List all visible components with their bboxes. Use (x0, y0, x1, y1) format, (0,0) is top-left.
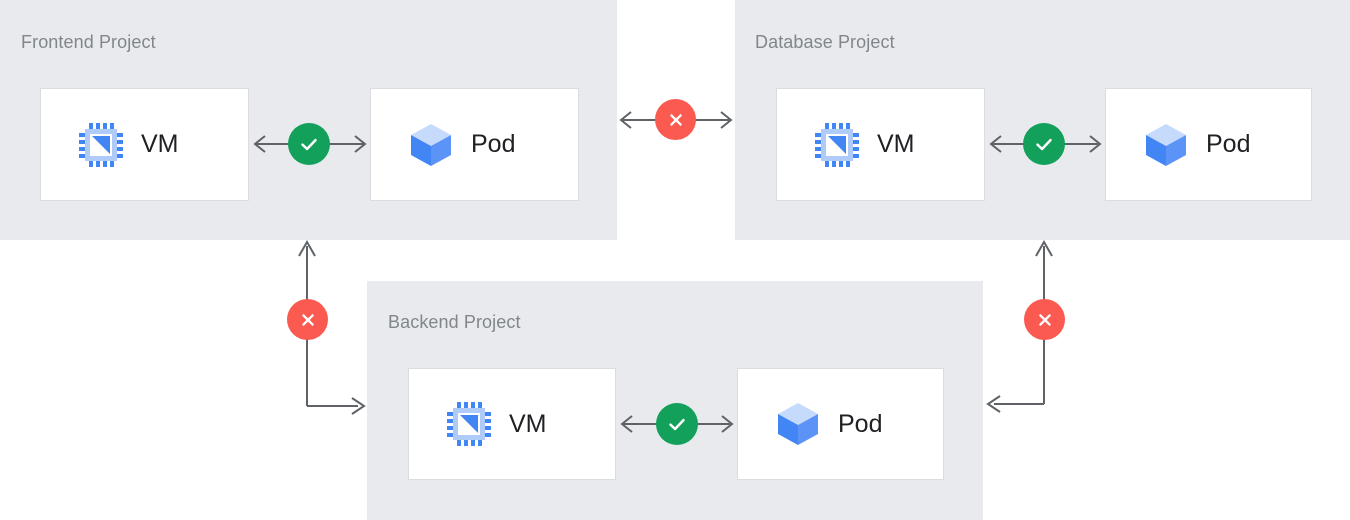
node-label-frontend-vm: VM (141, 130, 179, 158)
node-label-backend-vm: VM (509, 409, 547, 438)
x-circle-icon-database-backend[interactable] (1024, 299, 1065, 340)
node-card-database-pod[interactable]: Pod (1105, 88, 1312, 201)
check-circle-icon-frontend[interactable] (288, 123, 330, 165)
cpu-chip-icon (77, 121, 125, 169)
node-card-database-vm[interactable]: VM (776, 88, 985, 201)
cpu-chip-icon (445, 400, 493, 448)
cpu-chip-icon (813, 121, 861, 169)
node-card-backend-pod[interactable]: Pod (737, 368, 944, 480)
node-card-frontend-vm[interactable]: VM (40, 88, 249, 201)
node-label-frontend-pod: Pod (471, 130, 516, 158)
node-label-backend-pod: Pod (838, 409, 883, 438)
cube-pod-icon (774, 400, 822, 448)
node-label-database-pod: Pod (1206, 130, 1251, 158)
check-circle-icon-database[interactable] (1023, 123, 1065, 165)
panel-title-backend: Backend Project (388, 312, 521, 332)
check-circle-icon-backend[interactable] (656, 403, 698, 445)
cube-pod-icon (1142, 121, 1190, 169)
node-card-frontend-pod[interactable]: Pod (370, 88, 579, 201)
cube-pod-icon (407, 121, 455, 169)
panel-title-frontend: Frontend Project (21, 32, 156, 52)
panel-title-database: Database Project (755, 32, 895, 52)
node-label-database-vm: VM (877, 130, 915, 158)
x-circle-icon-frontend-backend[interactable] (287, 299, 328, 340)
node-card-backend-vm[interactable]: VM (408, 368, 616, 480)
x-circle-icon-frontend-database[interactable] (655, 99, 696, 140)
